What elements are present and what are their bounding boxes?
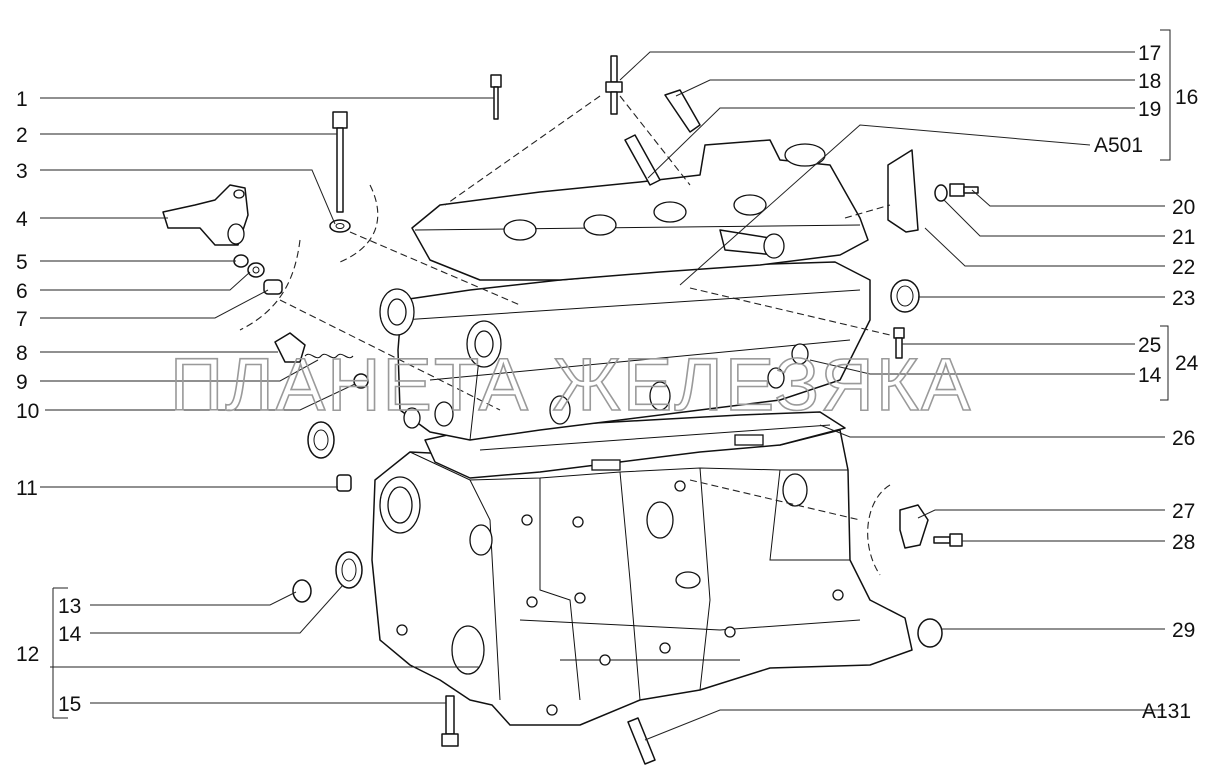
sensor-27 [899, 504, 929, 549]
callout-23: 23 [1172, 287, 1195, 310]
callout-17: 17 [1138, 42, 1161, 65]
bracket-22 [887, 149, 919, 233]
callout-2: 2 [16, 124, 28, 147]
callout-24: 24 [1175, 352, 1199, 375]
callout-14-right: 14 [1138, 364, 1162, 387]
callout-10: 10 [16, 400, 39, 423]
callout-6: 6 [16, 280, 28, 303]
callout-8: 8 [16, 342, 28, 365]
callout-4: 4 [16, 208, 28, 231]
small-parts-5-6-7 [233, 254, 283, 295]
callout-15: 15 [58, 693, 81, 716]
callout-5: 5 [16, 251, 28, 274]
callout-21: 21 [1172, 226, 1195, 249]
pin-a131 [627, 717, 656, 765]
bolt-28 [933, 533, 963, 547]
callout-a501: A501 [1094, 134, 1143, 157]
bolt-25 [893, 327, 905, 359]
bolt-20-washer-21 [934, 183, 979, 202]
callout-13: 13 [58, 595, 81, 618]
callout-a131: A131 [1142, 700, 1191, 723]
callout-19: 19 [1138, 98, 1161, 121]
ring-23 [890, 279, 920, 313]
watermark: ПЛАНЕТА ЖЕЛЕЗЯКА [170, 343, 972, 426]
callout-12: 12 [16, 643, 39, 666]
callout-26: 26 [1172, 427, 1195, 450]
seal-ring [307, 421, 335, 459]
callout-16: 16 [1175, 86, 1198, 109]
callout-18: 18 [1138, 70, 1161, 93]
valve-parts-8-9-10 [274, 332, 369, 389]
cylinder-head [379, 261, 871, 441]
callout-20: 20 [1172, 196, 1195, 219]
callout-29: 29 [1172, 619, 1195, 642]
callout-14-left: 14 [58, 623, 82, 646]
assembly-lines [239, 95, 891, 576]
camshaft-cover [411, 139, 869, 281]
callout-27: 27 [1172, 500, 1195, 523]
leader-lines [40, 29, 1171, 741]
callout-labels: 1 2 3 4 5 6 7 8 9 10 11 12 13 14 15 16 1… [16, 42, 1199, 723]
callout-11: 11 [16, 477, 38, 500]
stud-17 [605, 55, 623, 115]
seals-13-14 [292, 551, 363, 603]
bolt-15 [441, 695, 459, 747]
hoses-18-19 [624, 89, 701, 186]
washer-3 [329, 219, 351, 233]
bolt-1 [490, 74, 502, 120]
callout-7: 7 [16, 308, 28, 331]
callout-25: 25 [1138, 334, 1161, 357]
callout-1: 1 [16, 88, 28, 111]
callout-3: 3 [16, 160, 28, 183]
sensor-4 [162, 184, 249, 246]
callout-9: 9 [16, 371, 28, 394]
bushing-11 [336, 474, 352, 492]
callout-22: 22 [1172, 256, 1195, 279]
head-bolt-2 [332, 111, 348, 213]
callout-28: 28 [1172, 531, 1195, 554]
bushing-29 [917, 618, 943, 648]
cylinder-block [371, 429, 913, 726]
